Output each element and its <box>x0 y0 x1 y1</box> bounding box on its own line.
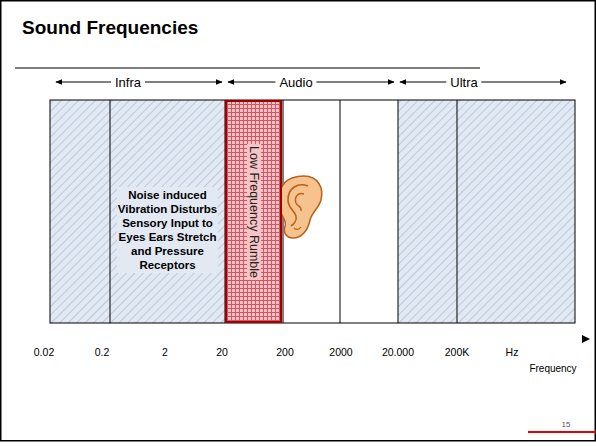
rumble-label: Low Frequency Rumble <box>247 143 261 279</box>
axis-tick: 0.02 <box>34 346 54 358</box>
axis-tick: 2 <box>162 346 168 358</box>
infra-effect-cell: Noise induced Vibration Disturbs Sensory… <box>111 101 224 322</box>
footer-rule <box>528 431 596 433</box>
axis-tick: 200K <box>445 346 470 358</box>
axis-title: Frequency <box>529 363 576 374</box>
slide-title: Sound Frequencies <box>22 17 198 39</box>
ear-icon <box>279 176 322 238</box>
page-number: 15 <box>562 420 571 429</box>
axis-tick: 200 <box>276 346 294 358</box>
axis-tick: 20 <box>216 346 228 358</box>
axis-arrow <box>582 335 590 343</box>
range-label: Infra <box>111 75 145 90</box>
effect-text: Noise induced Vibration Disturbs Sensory… <box>117 187 218 273</box>
rumble-box: Low Frequency Rumble <box>225 100 282 323</box>
range-label: Audio <box>275 75 316 90</box>
axis-tick: 0.2 <box>95 346 110 358</box>
frequency-band <box>50 100 575 323</box>
axis-tick: 2000 <box>329 346 352 358</box>
title-rule <box>15 68 480 69</box>
axis-unit: Hz <box>506 346 519 358</box>
range-label: Ultra <box>446 75 481 90</box>
axis-tick: 20.000 <box>382 346 414 358</box>
